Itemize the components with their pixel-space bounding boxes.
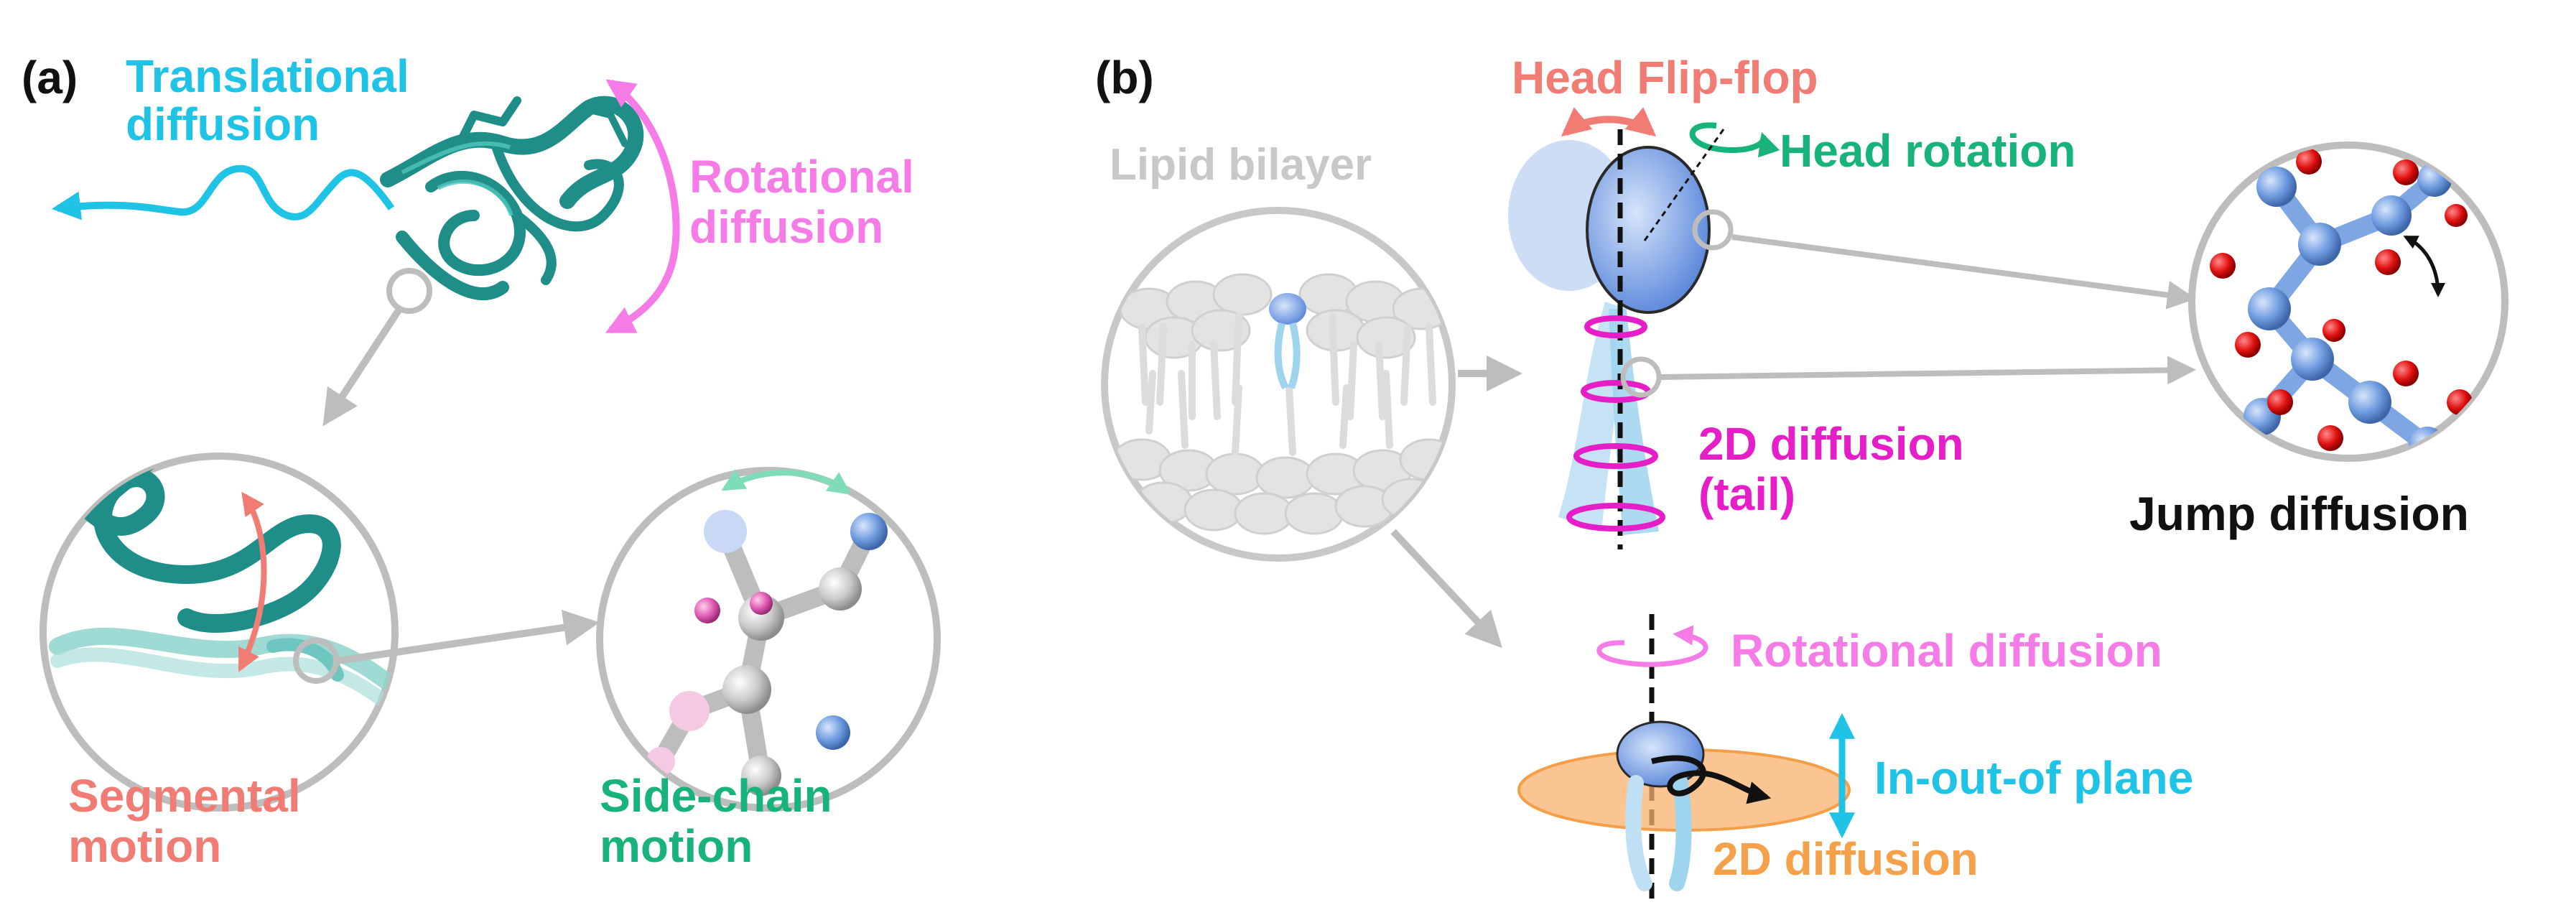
jump-diffusion-circle	[2188, 141, 2508, 462]
sidechain-zoom-circle	[596, 467, 941, 812]
segmental-label-1: Segmental	[68, 770, 301, 822]
spiral-arrow	[1651, 755, 1772, 804]
bottom-lipid	[1616, 720, 1772, 891]
protein-structure	[380, 96, 644, 301]
in-out-of-plane-label: In-out-of plane	[1874, 752, 2193, 804]
rotational-arrow	[605, 79, 680, 334]
sidechain-arrow	[721, 469, 852, 495]
head-flipflop-arrow	[1561, 107, 1657, 137]
lipid-bilayer-label: Lipid bilayer	[1110, 140, 1372, 190]
panel-b-letter: (b)	[1095, 52, 1154, 103]
zoom-arrow-protein-to-segment	[322, 308, 402, 427]
segmental-label-2: motion	[68, 820, 221, 872]
segmental-arrow	[238, 491, 267, 672]
zoom-arrow-head-to-jump	[1731, 234, 2196, 310]
translational-arrow	[52, 164, 395, 220]
bottom-rotational-arrow	[1596, 625, 1708, 667]
head-flipflop-label: Head Flip-flop	[1512, 52, 1818, 103]
lipid-bilayer-circle	[1101, 207, 1456, 562]
translational-label-2: diffusion	[126, 98, 320, 150]
zoom-arrow-tail-to-jump	[1660, 356, 2196, 385]
rotational-label-1: Rotational	[689, 151, 914, 203]
jump-diffusion-label: Jump diffusion	[2129, 487, 2469, 540]
panel-a-letter: (a)	[22, 52, 78, 103]
lipid-molecule	[1508, 129, 1734, 549]
diffusion-2d-label: 2D diffusion	[1713, 833, 1979, 885]
zoom-arrow-segment-to-sidechain	[337, 610, 600, 664]
rotational-label-2: diffusion	[689, 201, 883, 253]
head-rotation-arrow	[1689, 122, 1780, 158]
rotational-diffusion-label: Rotational diffusion	[1731, 625, 2162, 677]
tail-diffusion-label-2: (tail)	[1698, 468, 1795, 520]
translational-label-1: Translational	[126, 50, 409, 102]
jump-arrow	[2403, 235, 2445, 297]
zoom-arrow-bilayer-to-bottom	[1390, 529, 1502, 649]
head-rotation-label: Head rotation	[1780, 125, 2075, 177]
protein-zoom-marker	[386, 268, 432, 314]
sidechain-label-1: Side-chain	[600, 770, 832, 822]
protein-highlight	[401, 141, 513, 216]
tail-diffusion-label-1: 2D diffusion	[1698, 418, 1964, 470]
segmental-zoom-circle	[39, 452, 399, 812]
sidechain-label-2: motion	[600, 820, 753, 872]
